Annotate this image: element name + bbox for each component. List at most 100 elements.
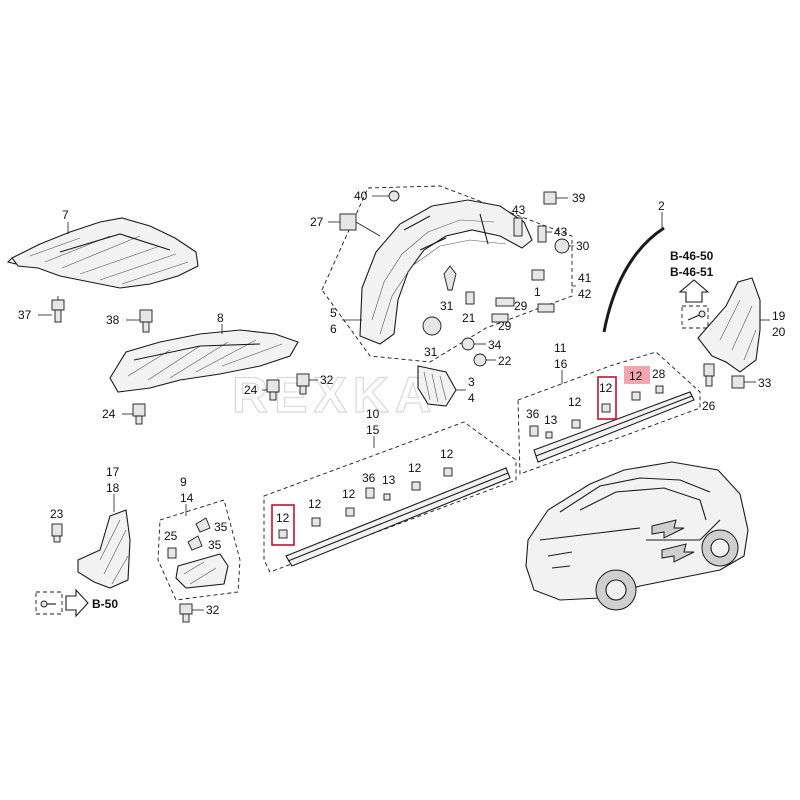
callout-41: 41 bbox=[578, 271, 592, 285]
watermark-text: REXKA bbox=[232, 367, 437, 423]
clip-part-36-b bbox=[365, 487, 375, 499]
callout-12-b: 12 bbox=[629, 369, 643, 383]
bolt-part-23 bbox=[51, 523, 63, 543]
bracket-group-outline bbox=[157, 499, 241, 601]
callout-33: 33 bbox=[758, 376, 772, 390]
callout-20: 20 bbox=[772, 325, 786, 339]
weatherstrip-part-2 bbox=[602, 226, 665, 333]
reference-b-50[interactable]: B-50 bbox=[92, 597, 118, 611]
callout-12-g: 12 bbox=[408, 461, 422, 475]
callout-23: 23 bbox=[50, 507, 64, 521]
callout-12-f: 12 bbox=[342, 487, 356, 501]
rocker-garnish-part-11-16 bbox=[533, 391, 695, 463]
callout-21: 21 bbox=[462, 311, 476, 325]
callout-31-a: 31 bbox=[440, 299, 454, 313]
clip-part-22 bbox=[473, 353, 487, 367]
callout-2: 2 bbox=[658, 199, 665, 213]
reference-b-50-screw-box bbox=[35, 591, 63, 615]
highlight-box-12-a[interactable] bbox=[597, 376, 617, 420]
bolt-part-24-a bbox=[266, 379, 280, 401]
callout-24-b: 24 bbox=[102, 407, 116, 421]
screw-part-30 bbox=[554, 238, 570, 254]
clip-part-12-f bbox=[345, 507, 355, 517]
fender-liner-group-outline bbox=[321, 185, 573, 363]
clip-part-27 bbox=[339, 213, 381, 237]
callout-28: 28 bbox=[652, 367, 666, 381]
callout-12-c: 12 bbox=[568, 395, 582, 409]
clip-part-31-b bbox=[422, 316, 442, 336]
callout-29-b: 29 bbox=[498, 319, 512, 333]
reference-b-46-50[interactable]: B-46-50 bbox=[670, 249, 714, 263]
callout-6: 6 bbox=[330, 322, 337, 336]
mudguard-part-17-18 bbox=[77, 509, 131, 589]
vehicle-illustration bbox=[525, 461, 749, 611]
callout-39: 39 bbox=[572, 191, 586, 205]
callout-38: 38 bbox=[106, 313, 120, 327]
callout-3: 3 bbox=[468, 375, 475, 389]
callout-35-a: 35 bbox=[214, 520, 228, 534]
fender-liner-part-5-6 bbox=[359, 199, 533, 345]
callout-30: 30 bbox=[576, 239, 590, 253]
callout-11: 11 bbox=[554, 341, 567, 355]
bolt-part-33 bbox=[731, 375, 745, 389]
rocker-garnish-part-10-15 bbox=[285, 467, 511, 567]
clip-part-12-c bbox=[571, 419, 581, 429]
reference-b-46-51[interactable]: B-46-51 bbox=[670, 265, 714, 279]
callout-25: 25 bbox=[164, 529, 178, 543]
clip-part-29-b bbox=[537, 303, 555, 313]
bolt-part-32-a bbox=[296, 373, 310, 395]
callout-40: 40 bbox=[354, 189, 368, 203]
callout-13-a: 13 bbox=[544, 413, 558, 427]
callout-10: 10 bbox=[366, 407, 380, 421]
callout-32-a: 32 bbox=[320, 373, 334, 387]
clip-part-12-d bbox=[278, 529, 288, 539]
screw-part-40 bbox=[388, 190, 400, 202]
callout-15: 15 bbox=[366, 423, 380, 437]
clip-part-29-a bbox=[495, 297, 515, 307]
clip-part-12-a bbox=[601, 403, 611, 413]
flap-part-3-4 bbox=[417, 365, 457, 407]
highlight-box-12-d[interactable] bbox=[271, 504, 295, 546]
callout-12-d: 12 bbox=[276, 511, 290, 525]
callout-12-a: 12 bbox=[599, 381, 613, 395]
clip-part-12-e bbox=[311, 517, 321, 527]
callout-22: 22 bbox=[498, 354, 512, 368]
callout-34: 34 bbox=[488, 338, 502, 352]
highlight-label-12[interactable] bbox=[624, 366, 650, 384]
clip-part-21 bbox=[465, 291, 475, 305]
arrow-right-icon bbox=[65, 588, 89, 618]
callout-18: 18 bbox=[106, 481, 120, 495]
callout-36-b: 36 bbox=[362, 471, 376, 485]
callout-4: 4 bbox=[468, 391, 475, 405]
clip-part-36-a bbox=[529, 425, 539, 437]
bolt-part-37 bbox=[51, 296, 65, 323]
callout-26: 26 bbox=[702, 399, 716, 413]
callout-7: 7 bbox=[62, 208, 69, 222]
callout-1: 1 bbox=[534, 285, 541, 299]
clip-part-28 bbox=[655, 385, 664, 394]
callout-37: 37 bbox=[18, 308, 32, 322]
mudguard-part-19-20 bbox=[697, 277, 761, 373]
callout-29-a: 29 bbox=[514, 299, 528, 313]
callout-24-a: 24 bbox=[244, 383, 258, 397]
clip-part-29-c bbox=[491, 313, 509, 323]
clip-part-31-a bbox=[443, 265, 457, 291]
clip-part-25 bbox=[167, 547, 177, 559]
bolt-part-32-b bbox=[179, 603, 193, 623]
clip-part-1 bbox=[531, 269, 545, 281]
screw-icon bbox=[687, 310, 706, 321]
callout-42: 42 bbox=[578, 287, 592, 301]
callout-17: 17 bbox=[106, 465, 120, 479]
undercover-part-7 bbox=[6, 217, 199, 289]
callout-9: 9 bbox=[180, 475, 187, 489]
callout-27: 27 bbox=[310, 215, 324, 229]
clip-part-13-a bbox=[545, 431, 553, 439]
clip-part-43-b bbox=[537, 225, 547, 243]
callout-14: 14 bbox=[180, 491, 194, 505]
callout-13-b: 13 bbox=[382, 473, 396, 487]
callout-16: 16 bbox=[554, 357, 568, 371]
clip-part-13-b bbox=[383, 493, 391, 501]
clip-part-39 bbox=[543, 191, 557, 205]
callout-5: 5 bbox=[330, 306, 337, 320]
clip-part-26 bbox=[703, 363, 715, 387]
